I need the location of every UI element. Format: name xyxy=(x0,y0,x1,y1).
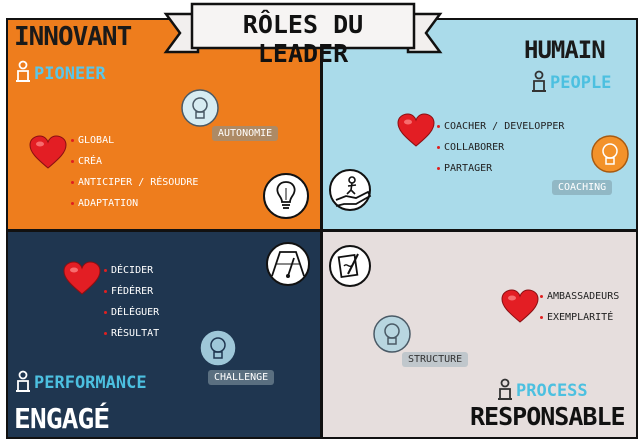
skill-structure: STRUCTURE xyxy=(402,352,469,367)
speedometer-icon xyxy=(266,242,310,286)
lightbulb-icon xyxy=(263,173,309,219)
subtitle-performance: PERFORMANCE xyxy=(34,373,147,393)
title-responsable: RESPONSABLE xyxy=(470,402,626,431)
document-pen-icon xyxy=(329,245,371,287)
banner-ribbon xyxy=(163,2,443,54)
skill-challenge: CHALLENGE xyxy=(208,370,275,385)
heart-icon xyxy=(29,135,67,169)
list-item: EXEMPLARITÉ xyxy=(540,311,619,332)
subtitle-process: PROCESS xyxy=(516,381,588,401)
title-innovant: INNOVANT xyxy=(14,22,132,52)
skill-coaching: COACHING xyxy=(552,180,613,195)
list-item: RÉSULTAT xyxy=(104,327,159,348)
list-responsable: AMBASSADEURS EXEMPLARITÉ xyxy=(540,290,619,332)
person-icon xyxy=(532,70,546,92)
list-item: AMBASSADEURS xyxy=(540,290,619,311)
list-item: PARTAGER xyxy=(437,162,564,183)
person-icon xyxy=(16,60,30,82)
subtitle-people: PEOPLE xyxy=(550,73,612,93)
list-item: DÉCIDER xyxy=(104,264,159,285)
heart-icon xyxy=(397,113,435,147)
banner-title: RÔLES DU LEADER xyxy=(242,10,364,68)
helping-hand-icon xyxy=(329,169,372,211)
list-humain: COACHER / DEVELOPPER COLLABORER PARTAGER xyxy=(437,120,564,183)
title-humain: HUMAIN xyxy=(524,36,606,64)
lightbulb-badge-icon xyxy=(373,315,411,353)
list-item: ANTICIPER / RÉSOUDRE xyxy=(71,176,198,197)
title-engage: ENGAGÉ xyxy=(14,402,110,435)
list-innovant: GLOBAL CRÉA ANTICIPER / RÉSOUDRE ADAPTAT… xyxy=(71,134,198,218)
list-item: ADAPTATION xyxy=(71,197,198,218)
list-item: COACHER / DEVELOPPER xyxy=(437,120,564,141)
person-icon xyxy=(498,378,512,400)
list-item: CRÉA xyxy=(71,155,198,176)
person-icon xyxy=(16,370,30,392)
lightbulb-badge-icon xyxy=(181,89,219,127)
list-item: FÉDÉRER xyxy=(104,285,159,306)
list-item: COLLABORER xyxy=(437,141,564,162)
list-item: DÉLÉGUER xyxy=(104,306,159,327)
heart-icon xyxy=(63,261,101,295)
horizontal-divider xyxy=(6,229,638,232)
lightbulb-badge-icon xyxy=(591,135,629,173)
list-item: GLOBAL xyxy=(71,134,198,155)
skill-autonomie: AUTONOMIE xyxy=(212,126,279,141)
vertical-divider xyxy=(320,18,323,439)
lightbulb-badge-icon xyxy=(199,329,237,367)
list-engage: DÉCIDER FÉDÉRER DÉLÉGUER RÉSULTAT xyxy=(104,264,159,348)
heart-icon xyxy=(501,289,539,323)
subtitle-pioneer: PIONEER xyxy=(34,64,106,84)
